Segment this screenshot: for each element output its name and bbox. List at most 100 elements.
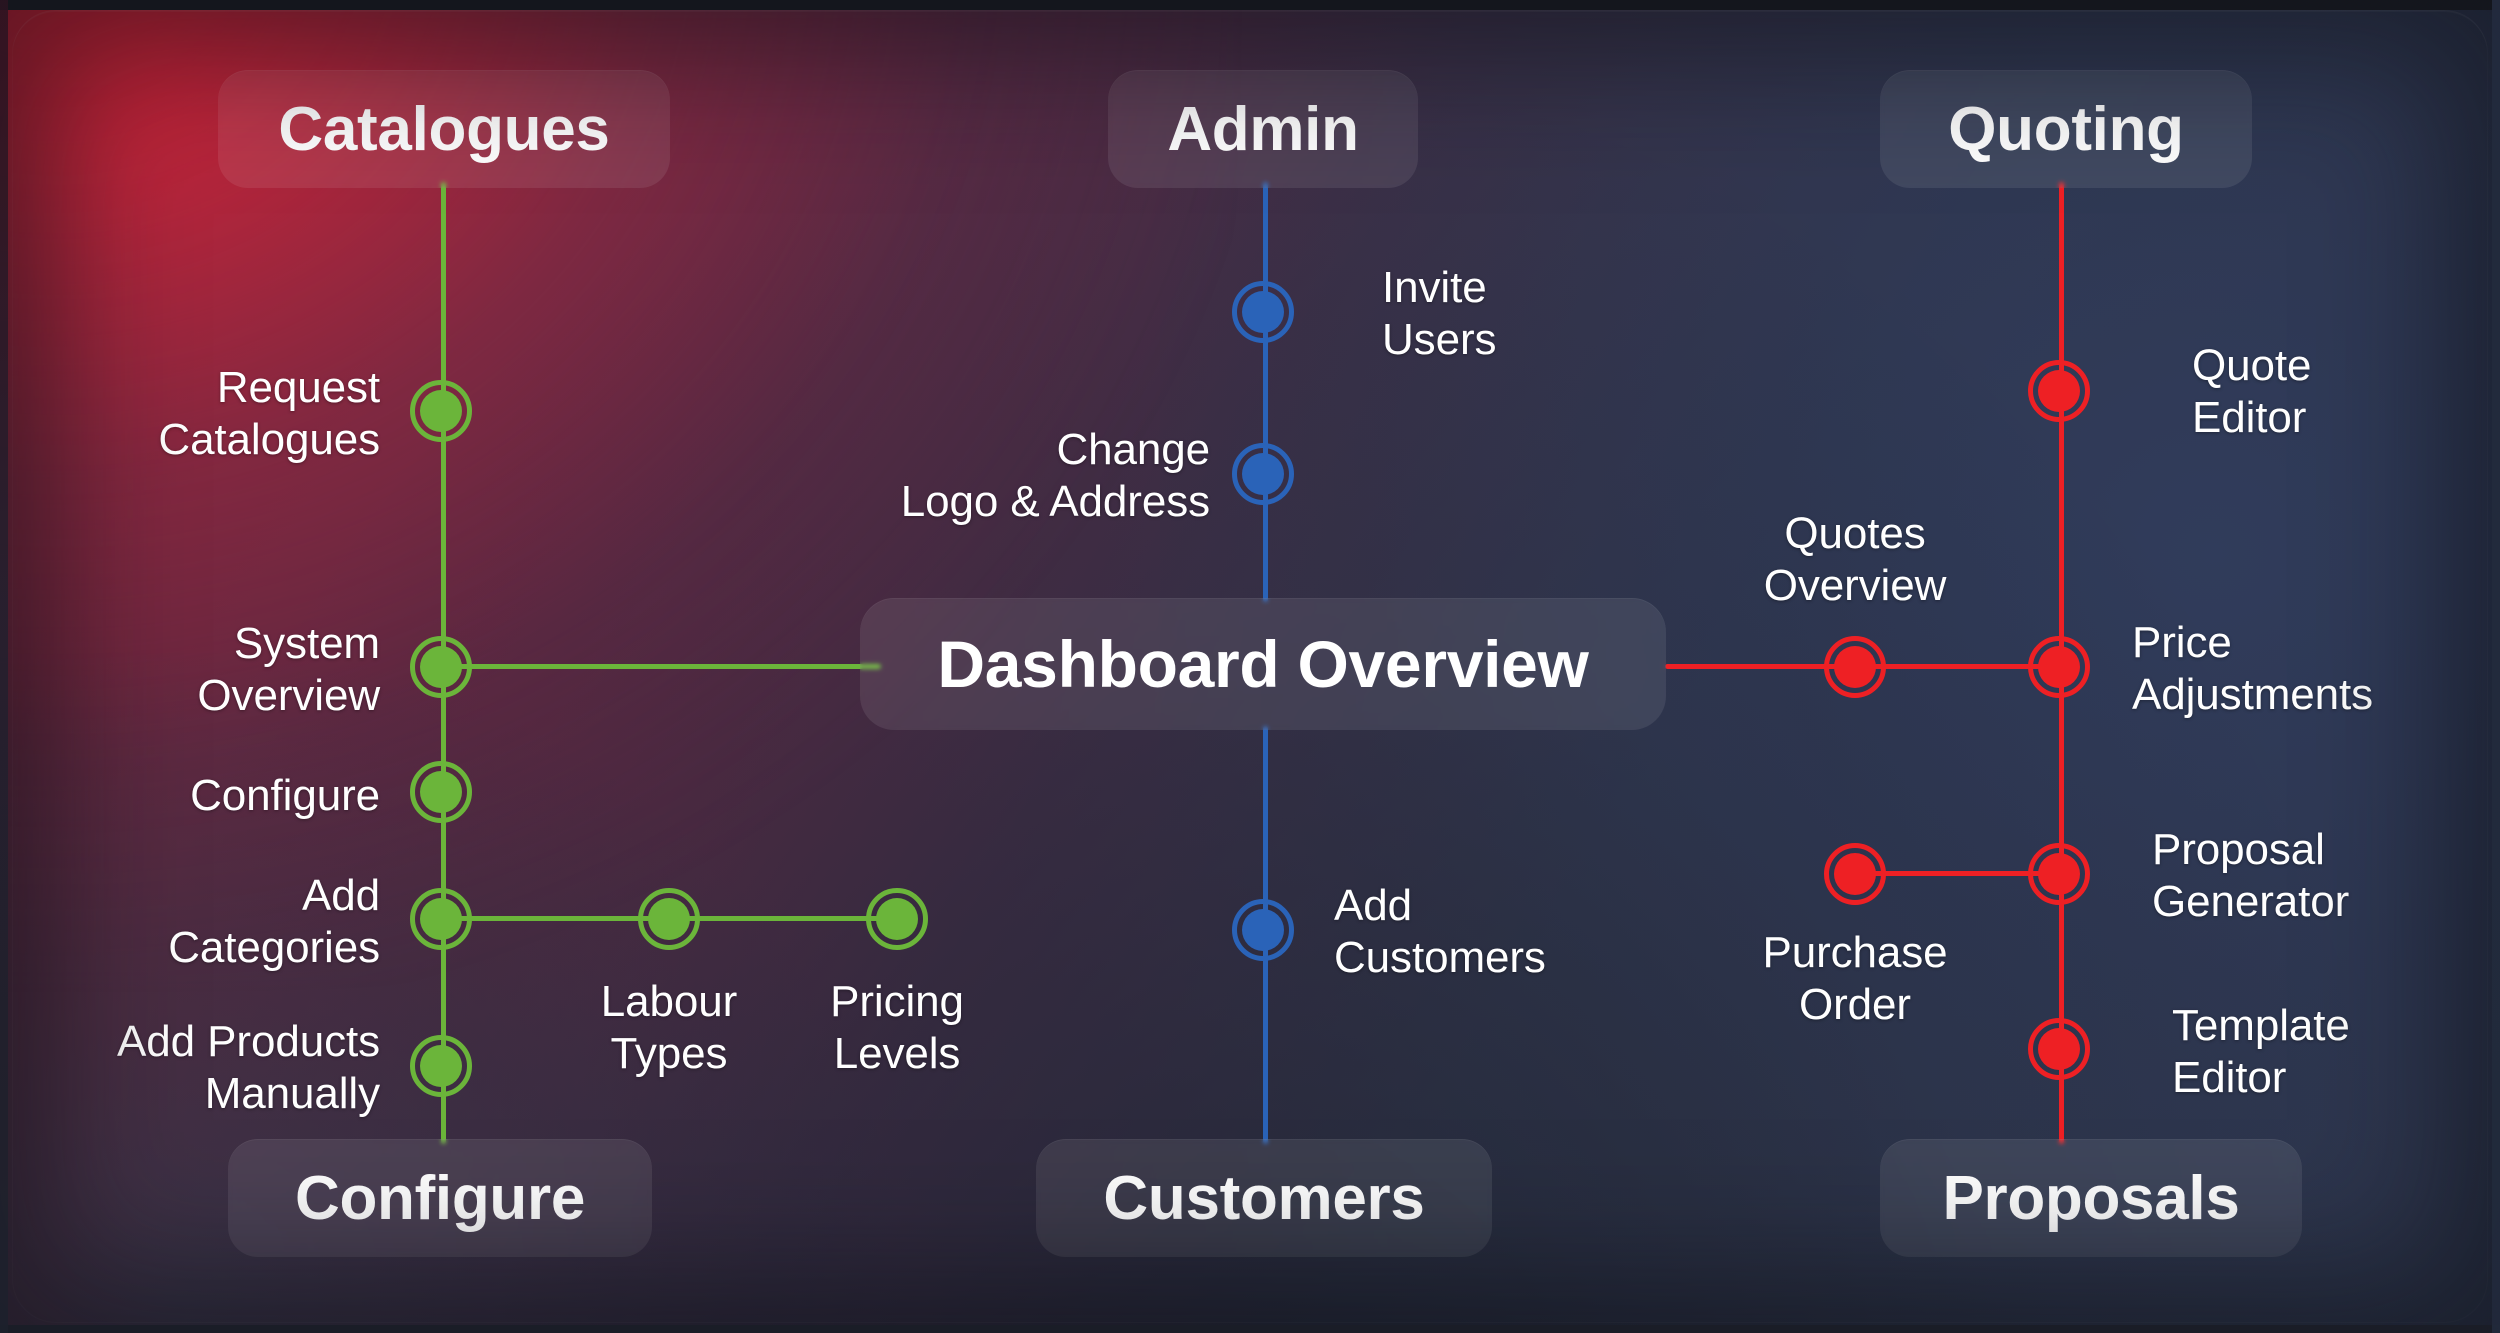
label-template-editor: Template Editor bbox=[2172, 1000, 2500, 1104]
node-template-editor[interactable] bbox=[2028, 1018, 2090, 1080]
node-core bbox=[648, 898, 690, 940]
node-system-overview[interactable] bbox=[410, 636, 472, 698]
label-line-1: Quotes bbox=[1784, 509, 1926, 558]
label-add-categories: Add Categories bbox=[60, 870, 380, 974]
node-ring bbox=[2028, 360, 2090, 422]
label-line-2: Editor bbox=[2192, 392, 2307, 442]
node-core bbox=[1242, 453, 1284, 495]
node-request-catalogues[interactable] bbox=[410, 380, 472, 442]
label-line-2: Order bbox=[1799, 979, 1911, 1029]
label-configure-node: Configure bbox=[60, 770, 380, 822]
node-ring bbox=[2028, 636, 2090, 698]
label-purchase-order: Purchase Order bbox=[1705, 927, 2005, 1031]
pill-admin[interactable]: Admin bbox=[1108, 70, 1418, 188]
node-add-products-manually[interactable] bbox=[410, 1035, 472, 1097]
node-core bbox=[420, 1045, 462, 1087]
label-invite-users: Invite Users bbox=[1382, 262, 1722, 366]
node-quote-editor[interactable] bbox=[2028, 360, 2090, 422]
label-line-2: Editor bbox=[2172, 1052, 2287, 1102]
canvas-edge-bottom bbox=[0, 1325, 2500, 1333]
node-price-adjustments[interactable] bbox=[2028, 636, 2090, 698]
node-core bbox=[876, 898, 918, 940]
pill-configure[interactable]: Configure bbox=[228, 1139, 652, 1257]
node-quotes-overview[interactable] bbox=[1824, 636, 1886, 698]
label-line-1: Purchase bbox=[1762, 928, 1948, 977]
node-configure[interactable] bbox=[410, 761, 472, 823]
label-add-products-manually: Add Products Manually bbox=[30, 1016, 380, 1120]
node-invite-users[interactable] bbox=[1232, 281, 1294, 343]
node-ring bbox=[2028, 843, 2090, 905]
node-core bbox=[2038, 853, 2080, 895]
connector-system-overview-to-dashboard bbox=[441, 664, 881, 669]
node-proposal-generator[interactable] bbox=[2028, 843, 2090, 905]
label-line-2: Levels bbox=[833, 1028, 961, 1078]
label-line-1: Add bbox=[1334, 881, 1412, 930]
node-ring bbox=[1824, 636, 1886, 698]
node-ring bbox=[410, 1035, 472, 1097]
pill-catalogues-label: Catalogues bbox=[278, 94, 610, 164]
label-add-customers: Add Customers bbox=[1334, 880, 1694, 984]
label-proposal-generator: Proposal Generator bbox=[2152, 824, 2500, 928]
node-change-logo-address[interactable] bbox=[1232, 443, 1294, 505]
label-line-2: Overview bbox=[197, 670, 380, 720]
canvas-edge-right bbox=[2492, 0, 2500, 1333]
label-quote-editor: Quote Editor bbox=[2192, 340, 2500, 444]
connector-purchase-order-to-proposal-generator bbox=[1855, 871, 2062, 876]
label-line-1: Change bbox=[1056, 425, 1210, 474]
node-core bbox=[420, 771, 462, 813]
node-ring bbox=[1824, 843, 1886, 905]
node-ring bbox=[1232, 899, 1294, 961]
label-line-2: Catalogues bbox=[158, 414, 380, 464]
node-ring bbox=[1232, 281, 1294, 343]
pill-dashboard-overview[interactable]: Dashboard Overview bbox=[860, 598, 1666, 730]
label-line-2: Categories bbox=[168, 922, 380, 972]
label-line-2: Customers bbox=[1334, 932, 1546, 982]
node-ring bbox=[410, 380, 472, 442]
label-line-2: Generator bbox=[2152, 876, 2350, 926]
label-line-2: Users bbox=[1382, 314, 1497, 364]
node-labour-types[interactable] bbox=[638, 888, 700, 950]
node-ring bbox=[638, 888, 700, 950]
node-add-customers[interactable] bbox=[1232, 899, 1294, 961]
label-line-2: Types bbox=[610, 1028, 728, 1078]
node-core bbox=[1242, 291, 1284, 333]
label-price-adjustments: Price Adjustments bbox=[2132, 617, 2500, 721]
node-core bbox=[2038, 646, 2080, 688]
node-purchase-order[interactable] bbox=[1824, 843, 1886, 905]
pill-proposals[interactable]: Proposals bbox=[1880, 1139, 2302, 1257]
pill-quoting-label: Quoting bbox=[1948, 94, 2184, 164]
node-add-categories[interactable] bbox=[410, 888, 472, 950]
node-pricing-levels[interactable] bbox=[866, 888, 928, 950]
pill-quoting[interactable]: Quoting bbox=[1880, 70, 2252, 188]
label-line-1: Quote bbox=[2192, 341, 2312, 390]
label-request-catalogues: Request Catalogues bbox=[60, 362, 380, 466]
pill-configure-label: Configure bbox=[294, 1163, 586, 1233]
pill-admin-label: Admin bbox=[1167, 94, 1359, 164]
node-core bbox=[420, 646, 462, 688]
label-line-1: Price bbox=[2132, 618, 2232, 667]
pill-customers[interactable]: Customers bbox=[1036, 1139, 1492, 1257]
label-change-logo-address: Change Logo & Address bbox=[790, 424, 1210, 528]
node-core bbox=[420, 390, 462, 432]
label-line-1: Pricing bbox=[830, 977, 964, 1026]
pill-catalogues[interactable]: Catalogues bbox=[218, 70, 670, 188]
label-line-2: Logo & Address bbox=[900, 476, 1210, 526]
label-line-1: Invite bbox=[1382, 263, 1487, 312]
node-core bbox=[1834, 853, 1876, 895]
label-line-2: Overview bbox=[1763, 560, 1947, 610]
pill-proposals-label: Proposals bbox=[1942, 1163, 2240, 1233]
label-labour-types: Labour Types bbox=[519, 976, 819, 1080]
label-line-1: Add Products bbox=[117, 1017, 380, 1066]
label-pricing-levels: Pricing Levels bbox=[747, 976, 1047, 1080]
label-line-1: Labour bbox=[600, 977, 738, 1026]
node-ring bbox=[2028, 1018, 2090, 1080]
label-line-1: Template bbox=[2172, 1001, 2350, 1050]
label-line-1: Proposal bbox=[2152, 825, 2325, 874]
connector-admin-vertical-upper bbox=[1263, 182, 1268, 602]
label-line-1: Configure bbox=[190, 771, 380, 820]
node-ring bbox=[866, 888, 928, 950]
node-ring bbox=[410, 636, 472, 698]
canvas-edge-left bbox=[0, 0, 8, 1333]
node-ring bbox=[410, 761, 472, 823]
